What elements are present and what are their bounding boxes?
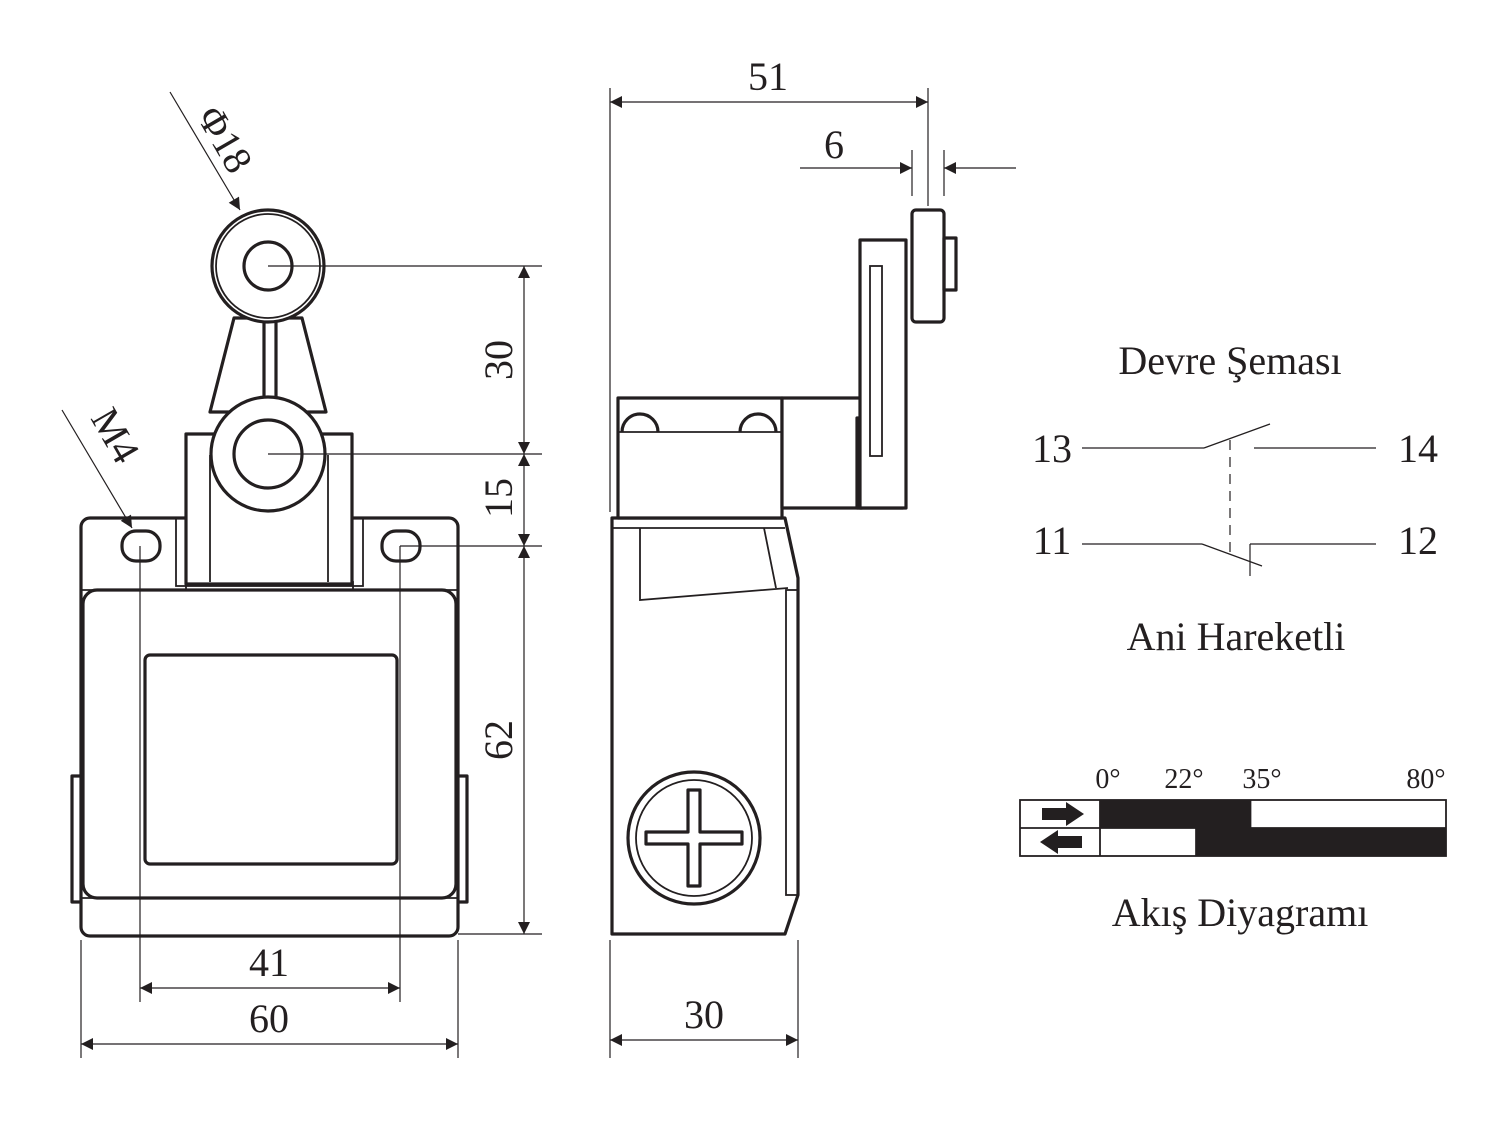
- lever-offset-label: 15: [476, 478, 521, 518]
- flow-bar-row-2: [1195, 828, 1446, 856]
- terminal-12: 12: [1398, 518, 1438, 563]
- roller-offset-label: 30: [476, 340, 521, 380]
- angle-label-22: 22°: [1164, 764, 1203, 795]
- circuit-subtitle: Ani Hareketli: [1127, 614, 1346, 659]
- angle-label-80: 80°: [1406, 764, 1445, 795]
- left-arrow-icon: [1040, 830, 1082, 854]
- right-side-clip: [458, 774, 469, 904]
- gland-cross-icon: [644, 788, 744, 888]
- side-actuator-block: [780, 396, 864, 510]
- cable-gland: [626, 770, 762, 906]
- circuit-diagram: Devre Şeması 13 14 11 12 Ani Hareketli: [1032, 338, 1438, 659]
- flow-diagram-title: Akış Diyagramı: [1112, 890, 1369, 935]
- side-lever-arm: [858, 238, 908, 510]
- body-width-label: 60: [249, 996, 289, 1041]
- terminal-13: 13: [1032, 426, 1072, 471]
- side-head: [616, 396, 784, 520]
- mount-hole-left: [120, 529, 162, 563]
- angle-label-35: 35°: [1242, 764, 1281, 795]
- right-arrow-icon: [1042, 802, 1084, 826]
- terminal-11: 11: [1033, 518, 1072, 563]
- roller-diameter-label: Φ18: [188, 98, 262, 180]
- left-side-clip: [70, 774, 81, 904]
- angle-label-0: 0°: [1095, 764, 1120, 795]
- circuit-title: Devre Şeması: [1118, 338, 1341, 383]
- overall-depth-label: 51: [748, 54, 788, 99]
- front-view: Φ18 M4 30 15 62 41 60: [61, 91, 542, 1058]
- front-window: [143, 653, 399, 866]
- hole-spacing-label: 41: [249, 940, 289, 985]
- terminal-14: 14: [1398, 426, 1438, 471]
- body-depth-label: 30: [684, 992, 724, 1037]
- roller-width-label: 6: [824, 122, 844, 167]
- side-view: 51 6 30: [609, 54, 1016, 1058]
- body-height-label: 62: [476, 720, 521, 760]
- side-roller: [910, 208, 946, 324]
- flow-diagram: 0° 22° 35° 80° Akış Diyagramı: [1019, 764, 1447, 935]
- flow-bar-row-1: [1100, 800, 1252, 828]
